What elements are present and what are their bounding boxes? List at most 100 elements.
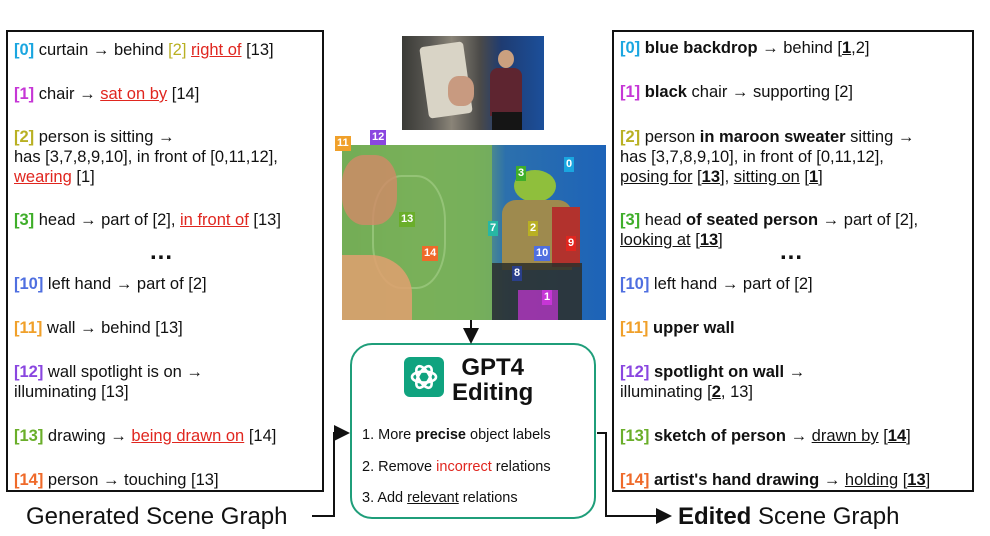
row-text: left hand → part of [2] xyxy=(649,275,813,293)
bracket: ] xyxy=(818,168,823,186)
precise-label: spotlight on wall xyxy=(653,363,785,381)
row-text: → behind [ xyxy=(757,39,842,57)
node-index: [11] xyxy=(620,319,649,337)
relevant-relation: looking at xyxy=(620,231,691,249)
hand-segment xyxy=(342,155,397,225)
tag-11: 11 xyxy=(335,136,351,151)
bracket: ] xyxy=(906,427,911,445)
step-text: relations xyxy=(458,490,518,506)
node-index: [3] xyxy=(14,211,35,229)
node-index: [1] xyxy=(620,83,641,101)
bracket: [ xyxy=(898,471,908,489)
row-tail: [14] xyxy=(244,427,277,445)
artist-hand xyxy=(448,76,474,106)
node-index: [2] xyxy=(14,128,35,146)
left-row-1: [1] chair → sat on by [14] xyxy=(14,84,316,104)
step-keyword: precise xyxy=(415,427,466,443)
row-tail: [13] xyxy=(241,41,274,59)
row-text: left hand → part of [2] xyxy=(43,275,207,293)
row-text: person xyxy=(640,128,700,146)
edited-caption: Edited Scene Graph xyxy=(678,503,899,531)
relevant-relation: sitting on xyxy=(733,168,800,186)
caption-rest: Scene Graph xyxy=(751,503,900,530)
step-2: 2. Remove incorrect relations xyxy=(362,459,551,475)
row-text: drawing → xyxy=(43,427,132,445)
row-tail: ,2] xyxy=(851,39,870,57)
precise-label: in maroon sweater xyxy=(699,128,846,146)
right-row-14: [14] artist's hand drawing → holding [13… xyxy=(620,470,966,490)
incorrect-relation: wearing xyxy=(14,168,72,186)
gpt-title: GPT4 Editing xyxy=(452,355,533,405)
row-text: person is sitting → xyxy=(34,128,175,146)
step-text: relations xyxy=(491,459,551,475)
openai-logo-icon xyxy=(404,357,444,397)
step-3: 3. Add relevant relations xyxy=(362,490,518,506)
added-ref: 1 xyxy=(808,168,819,186)
precise-label: sketch of person xyxy=(653,427,786,445)
bracket: ] xyxy=(925,471,931,489)
node-index: [12] xyxy=(620,363,650,381)
row-text: sitting → xyxy=(845,128,915,146)
source-photo xyxy=(402,36,544,130)
bracket: ], xyxy=(720,168,734,186)
generated-caption: Generated Scene Graph xyxy=(26,503,288,530)
model-head xyxy=(498,50,514,68)
node-index: [0] xyxy=(14,41,35,59)
bracket: [ xyxy=(690,231,700,249)
row-text: chair → supporting [2] xyxy=(686,83,853,101)
edited-word: Edited xyxy=(678,503,752,530)
row-text: curtain → behind xyxy=(34,41,169,59)
step-number: 3. xyxy=(362,490,375,506)
tag-10: 10 xyxy=(534,246,551,261)
step-keyword: relevant xyxy=(407,490,459,506)
row-text: illuminating [ xyxy=(620,383,712,401)
gpt-title-line1: GPT4 xyxy=(461,354,524,381)
tag-13: 13 xyxy=(399,212,416,227)
node-index: [13] xyxy=(620,427,650,445)
node-index: [10] xyxy=(14,275,44,293)
right-row-12: [12] spotlight on wall → illuminating [2… xyxy=(620,362,966,402)
tag-0: 0 xyxy=(564,157,575,172)
node-index: [2] xyxy=(620,128,641,146)
node-index: [11] xyxy=(14,319,43,337)
right-row-13: [13] sketch of person → drawn by [14] xyxy=(620,426,966,446)
tag-14: 14 xyxy=(422,246,439,261)
left-row-0: [0] curtain → behind [2] right of [13] xyxy=(14,40,316,60)
node-index: [14] xyxy=(14,471,44,489)
node-index: [3] xyxy=(620,211,641,229)
left-row-2: [2] person is sitting → has [3,7,8,9,10]… xyxy=(14,127,316,187)
row-text: wall spotlight is on → xyxy=(43,363,203,381)
added-ref: 13 xyxy=(699,231,719,249)
right-row-0: [0] blue backdrop → behind [1,2] xyxy=(620,38,966,58)
tag-2: 2 xyxy=(528,221,539,236)
right-row-3: [3] head of seated person → part of [2],… xyxy=(620,210,966,250)
step-number: 2. xyxy=(362,459,375,475)
row-text: → xyxy=(785,427,812,445)
node-index: [14] xyxy=(620,471,650,489)
bracket: [ xyxy=(799,168,809,186)
precise-label: artist's hand drawing xyxy=(653,471,820,489)
tag-8: 8 xyxy=(512,266,523,281)
added-ref: 1 xyxy=(841,39,852,57)
tag-1: 1 xyxy=(542,290,553,305)
right-row-1: [1] black chair → supporting [2] xyxy=(620,82,966,102)
gpt4-editing-box: GPT4 Editing 1. More precise object labe… xyxy=(350,343,596,519)
step-1: 1. More precise object labels xyxy=(362,427,551,443)
row-text: → xyxy=(819,471,845,489)
step-text: More xyxy=(374,427,416,443)
step-keyword: incorrect xyxy=(436,459,492,475)
gpt-title-line2: Editing xyxy=(452,379,534,406)
row-text: chair → xyxy=(34,85,101,103)
step-text: Remove xyxy=(374,459,437,475)
bracket: [ xyxy=(878,427,888,445)
ref-node: [2] xyxy=(168,41,187,59)
gpt-to-edited-arrow xyxy=(597,432,672,524)
added-ref: 2 xyxy=(711,383,721,401)
row-tail: [1] xyxy=(71,168,95,186)
left-row-12: [12] wall spotlight is on → illuminating… xyxy=(14,362,316,402)
row-text: head xyxy=(640,211,687,229)
row-tail: [14] xyxy=(167,85,200,103)
tag-12: 12 xyxy=(370,130,387,145)
row-text: → part of [2], xyxy=(818,211,919,229)
